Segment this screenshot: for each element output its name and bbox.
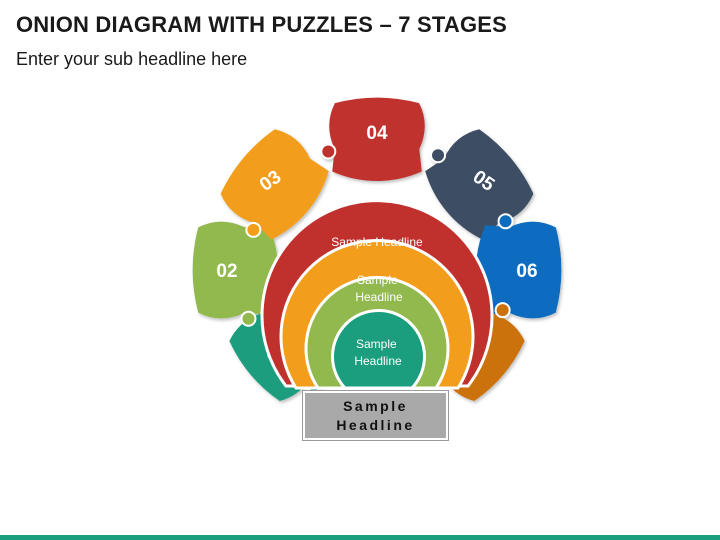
onion-layer-4[interactable]: Sample Headline — [331, 308, 426, 390]
center-headline-label: Sample Headline — [336, 397, 415, 433]
puzzle-connector-06 — [497, 213, 514, 230]
bottom-accent-bar — [0, 535, 720, 540]
puzzle-connector-05 — [430, 147, 447, 164]
puzzle-piece-05[interactable]: 05 — [425, 129, 534, 240]
onion-layer-4-shape — [331, 308, 426, 390]
puzzle-connector-02 — [240, 310, 257, 327]
onion-layer-3-label-line1: Sample — [357, 273, 398, 287]
puzzle-piece-02-shape — [192, 221, 279, 319]
puzzle-piece-06[interactable]: 06 — [475, 213, 562, 319]
page-title: ONION DIAGRAM WITH PUZZLES – 7 STAGES — [16, 12, 508, 37]
onion-layer-3-label: Sample Headline — [355, 273, 403, 304]
puzzle-connector-04 — [320, 143, 337, 160]
stage-number-04: 04 — [366, 123, 388, 144]
puzzle-piece-05-shape — [425, 129, 534, 240]
center-headline-box[interactable]: Sample Headline — [302, 390, 449, 441]
puzzle-connector-03 — [245, 221, 262, 238]
puzzle-piece-06-shape — [475, 221, 562, 319]
stage-number-02: 02 — [216, 261, 237, 282]
puzzle-piece-04[interactable]: 04 — [320, 97, 425, 182]
puzzle-piece-03[interactable]: 03 — [220, 129, 329, 240]
onion-layer-4-label-line1: Sample — [356, 337, 397, 351]
onion-layer-1-label: Sample Headline — [331, 188, 423, 202]
onion-layers: Sample Headline Sample Headline Sample H… — [260, 188, 494, 390]
puzzle-piece-02[interactable]: 02 — [192, 221, 279, 327]
onion-layer-2-label: Sample Headline — [331, 235, 423, 249]
puzzle-piece-04-shape — [329, 97, 425, 182]
puzzle-connector-07 — [494, 302, 511, 319]
onion-layer-4-label-line2: Headline — [354, 354, 402, 368]
stage-number-06: 06 — [516, 261, 537, 282]
onion-layer-4-label: Sample Headline — [354, 337, 402, 368]
puzzle-piece-03-shape — [220, 129, 329, 240]
page-subtitle: Enter your sub headline here — [16, 49, 248, 69]
onion-layer-3-label-line2: Headline — [355, 290, 403, 304]
